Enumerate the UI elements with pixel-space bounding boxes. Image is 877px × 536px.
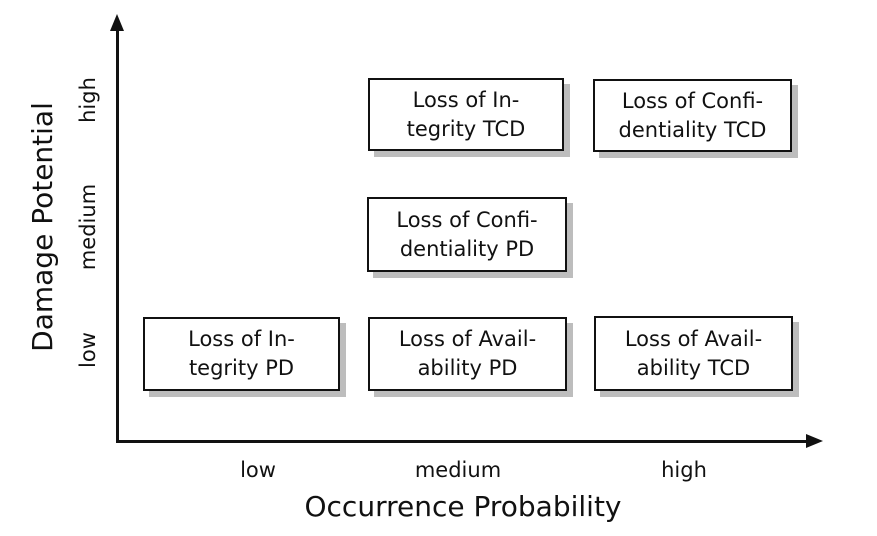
y-axis-arrowhead-icon — [110, 14, 124, 31]
risk-box-label-line: ability PD — [417, 356, 518, 380]
x-tick-low: low — [240, 458, 276, 482]
risk-box-label-line: dentiality TCD — [618, 117, 767, 142]
risk-box-label-line: tegrity PD — [188, 356, 295, 380]
y-tick-low: low — [76, 332, 100, 368]
y-axis-label: Damage Potential — [26, 102, 59, 352]
risk-box-label-line: Loss of Confi- — [621, 88, 764, 113]
x-axis-arrowhead-icon — [806, 434, 823, 448]
risk-box-loss-of-confidentiality-pd: Loss of Confi- dentiality PD — [367, 197, 567, 272]
y-axis-line — [116, 22, 119, 443]
risk-box-loss-of-availability-tcd: Loss of Avail- ability TCD — [594, 316, 793, 391]
risk-box-label-line: Loss of Confi- — [396, 207, 538, 232]
risk-box-label-line: Loss of In- — [412, 87, 520, 112]
risk-box-loss-of-confidentiality-tcd: Loss of Confi- dentiality TCD — [593, 79, 792, 152]
risk-box-loss-of-availability-pd: Loss of Avail- ability PD — [368, 317, 567, 391]
x-axis-label: Occurrence Probability — [304, 490, 622, 523]
risk-box-loss-of-integrity-pd: Loss of In- tegrity PD — [143, 317, 340, 391]
y-tick-high: high — [76, 77, 100, 123]
risk-box-label-line: Loss of Avail- — [624, 326, 763, 351]
risk-box-loss-of-integrity-tcd: Loss of In- tegrity TCD — [368, 78, 564, 151]
x-axis-line — [116, 440, 810, 443]
risk-box-label-line: dentiality PD — [399, 236, 535, 261]
x-tick-high: high — [661, 458, 707, 482]
risk-box-label-line: Loss of In- — [188, 327, 295, 351]
risk-box-label-line: tegrity TCD — [406, 116, 526, 141]
y-tick-medium: medium — [76, 183, 100, 271]
risk-box-label-line: ability TCD — [636, 355, 751, 380]
risk-box-label-line: Loss of Avail- — [398, 327, 537, 351]
x-tick-medium: medium — [414, 458, 502, 482]
